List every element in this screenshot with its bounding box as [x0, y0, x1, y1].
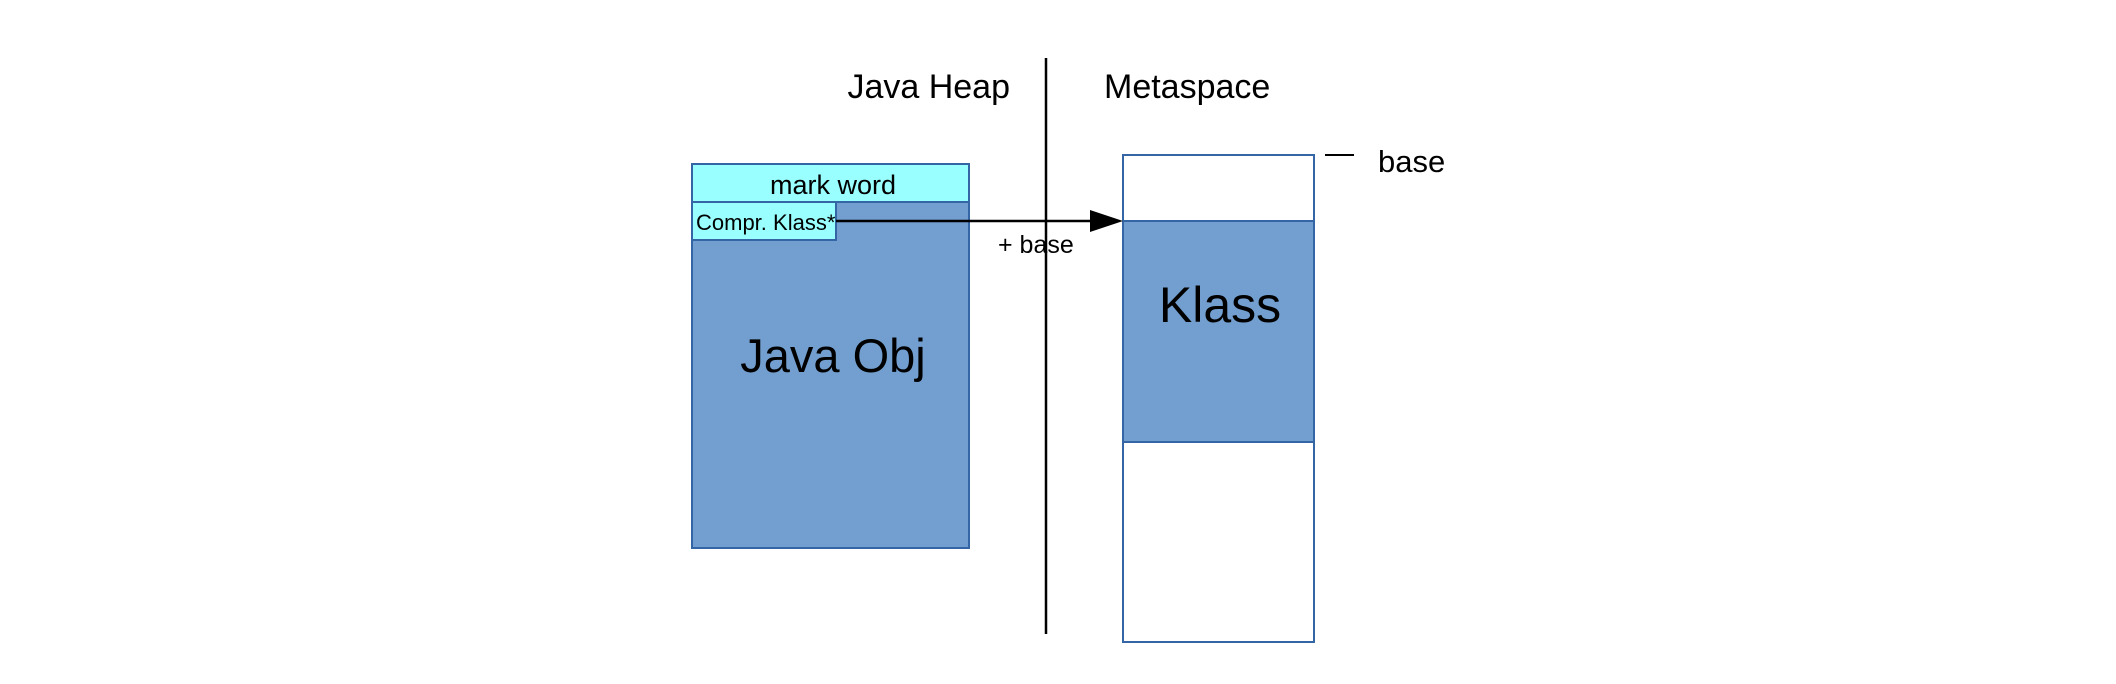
mark-word-box: [691, 163, 970, 203]
java-heap-title: Java Heap: [847, 68, 1010, 106]
compressed-klass-label: Compr. Klass*: [696, 210, 836, 235]
plus-base-label: + base: [998, 231, 1074, 259]
klass-box: [1122, 220, 1315, 443]
metaspace-title: Metaspace: [1104, 68, 1270, 106]
base-label: base: [1378, 144, 1445, 179]
java-obj-label: Java Obj: [740, 329, 925, 382]
klass-label: Klass: [1159, 277, 1281, 333]
compressed-klass-box: [691, 201, 837, 241]
klass-pointer-arrowhead: [1090, 210, 1123, 232]
mark-word-label: mark word: [770, 170, 896, 200]
